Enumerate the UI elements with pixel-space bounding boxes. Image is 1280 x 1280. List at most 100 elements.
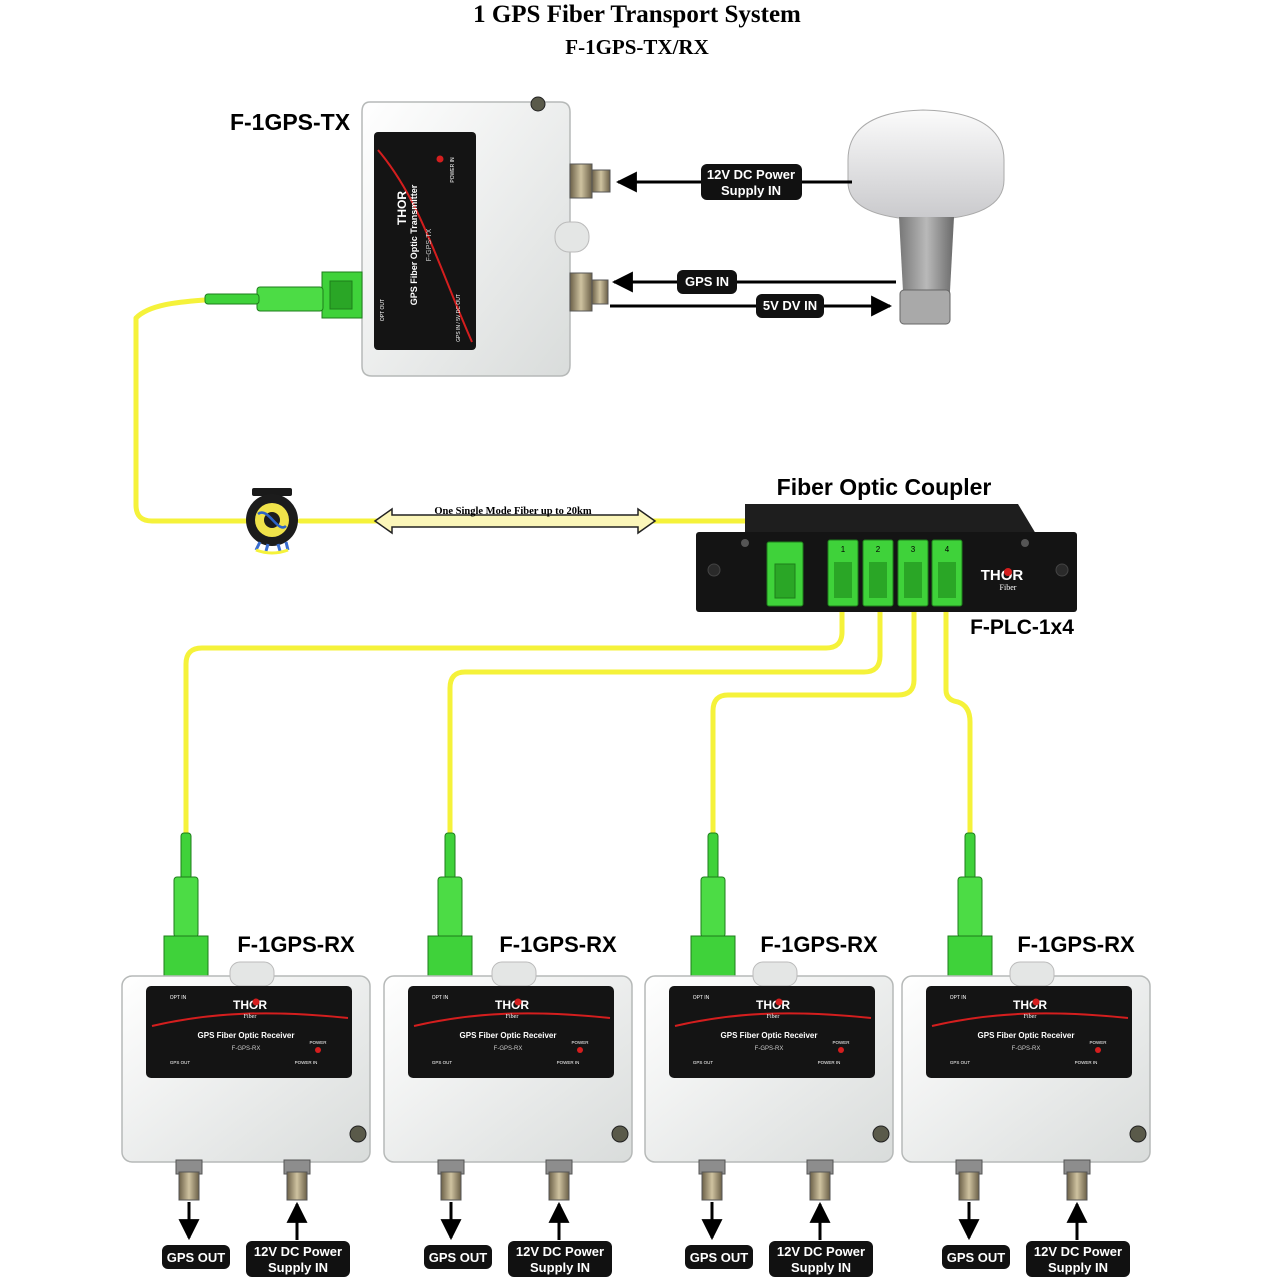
rx-sc-adapter-icon [947,935,993,977]
rx-power-in-text: POWER IN [1075,1060,1098,1065]
rx-gps-out-small-text: GPS OUT [170,1060,191,1065]
rx-sc-plug-icon [437,876,463,938]
rx-panel [926,986,1132,1078]
rx-power-in-text: POWER IN [818,1060,841,1065]
rx-power-badge [1026,1241,1130,1277]
rx-power-label-line1: 12V DC Power [516,1244,604,1259]
rx-model-label: F-1GPS-RX [1017,932,1135,957]
rx-logo-dot-icon [775,998,783,1006]
coupler-brand-sub: Fiber [1000,583,1017,592]
fiber-port2 [447,602,883,838]
rx-fiber-boot-icon [444,832,456,880]
rx-power-led-text: POWER [309,1040,327,1045]
rx-top-boss [752,961,798,987]
rx-sc-plug-icon [700,876,726,938]
rx-sc-adapter-icon [427,935,473,977]
rx-gps-out-small-text: GPS OUT [432,1060,453,1065]
rx-brand-sub: Fiber [506,1014,519,1020]
rx-screw-icon [349,1125,367,1143]
rx-panel-model: F-GPS-RX [755,1046,784,1052]
rx-fiber-boot-icon [180,832,192,880]
rx-sc-adapter-icon [690,935,736,977]
rx-gps-out-connector-icon [178,1171,200,1201]
rx-gps-out-connector-icon [958,1171,980,1201]
rx-brand-logo: THOR [495,998,529,1012]
rx-gps-out-badge [162,1245,230,1269]
rx-power-in-text: POWER IN [295,1060,318,1065]
rx-gps-out-small-text: GPS OUT [693,1060,714,1065]
rx-opt-in-text: OPT IN [693,995,710,1001]
tx-antenna-links: 12V DC Power Supply IN GPS IN 5V DV IN [610,164,896,318]
dc-in-label: 5V DV IN [763,298,817,313]
rx-power-label-line1: 12V DC Power [254,1244,342,1259]
rx-power-label-line2: Supply IN [268,1260,328,1275]
rx-model-label: F-1GPS-RX [237,932,355,957]
rx-gps-out-connector-icon [701,1171,723,1201]
coupler-brand-logo: THOR [981,567,1024,584]
rx-power-led-text: POWER [571,1040,589,1045]
rx-fiber-boot-icon [707,832,719,880]
rx-power-led-text: POWER [832,1040,850,1045]
rx-gps-out-badge [942,1245,1010,1269]
coupler-port-4-label: 4 [945,545,950,554]
rx-gps-out-badge [424,1245,492,1269]
rx-gps-out-label: GPS OUT [690,1250,749,1265]
rx-top-boss [229,961,275,987]
fiber-coupler-unit: 1 2 3 4 THOR Fiber [696,504,1077,612]
rx-brand-sub: Fiber [767,1014,780,1020]
tx-model-label: F-1GPS-TX [230,109,351,135]
rx-panel-swoosh [413,1012,611,1027]
tx-brand-logo: THOR [395,191,409,225]
rx-opt-in-text: OPT IN [950,995,967,1001]
coupler-port-3-icon: 3 [897,539,929,607]
rx-screw-icon [1129,1125,1147,1143]
rx-opt-in-text: OPT IN [170,995,187,1001]
rx-opt-in-text: OPT IN [432,995,449,1001]
rx-panel-title: GPS Fiber Optic Receiver [721,1031,818,1040]
fiber-tx-to-spool [133,297,253,524]
tx-panel-model: F-GPS-TX [426,228,433,261]
rx-logo-dot-icon [514,998,522,1006]
gps-antenna-icon [847,109,1005,325]
tx-sc-connector-icon [204,271,363,319]
diagram-title: 1 GPS Fiber Transport System [473,1,801,28]
rx-screw-icon [872,1125,890,1143]
rx-power-label-line1: 12V DC Power [1034,1244,1122,1259]
coupler-title: Fiber Optic Coupler [777,474,992,500]
rx-panel-swoosh [931,1012,1129,1027]
diagram-subtitle: F-1GPS-TX/RX [565,35,709,59]
coupler-input-port-icon [766,541,804,607]
rx-brand-sub: Fiber [244,1014,257,1020]
rx-brand-logo: THOR [233,998,267,1012]
tx-gps-in-text: GPS IN / 5V DC OUT [456,294,462,342]
rx-sc-plug-icon [173,876,199,938]
tx-power-label-line2: Supply IN [721,183,781,198]
rx-power-label-line2: Supply IN [1048,1260,1108,1275]
rx-logo-dot-icon [1032,998,1040,1006]
rx-panel [669,986,875,1078]
coupler-port-1-label: 1 [841,545,846,554]
coupler-port-4-icon: 4 [931,539,963,607]
rx-model-label: F-1GPS-RX [499,932,617,957]
rx-top-boss [491,961,537,987]
rx-brand-logo: THOR [1013,998,1047,1012]
rx-top-boss [1009,961,1055,987]
rx-power-badge [246,1241,350,1277]
rx-power-led [315,1047,321,1053]
rx-gps-out-connector-icon [440,1171,462,1201]
fiber-span-label: One Single Mode Fiber up to 20km [434,506,592,517]
tx-opt-out-text: OPT OUT [380,299,386,321]
rx-power-in-text: POWER IN [557,1060,580,1065]
rx-brand-logo: THOR [756,998,790,1012]
coupler-port-3-label: 3 [911,545,916,554]
rx-gps-out-small-text: GPS OUT [950,1060,971,1065]
rx-power-label-line1: 12V DC Power [777,1244,865,1259]
rx-panel-title: GPS Fiber Optic Receiver [460,1031,557,1040]
rx-panel-title: GPS Fiber Optic Receiver [198,1031,295,1040]
rx-power-label-line2: Supply IN [791,1260,851,1275]
rx-panel-title: GPS Fiber Optic Receiver [978,1031,1075,1040]
